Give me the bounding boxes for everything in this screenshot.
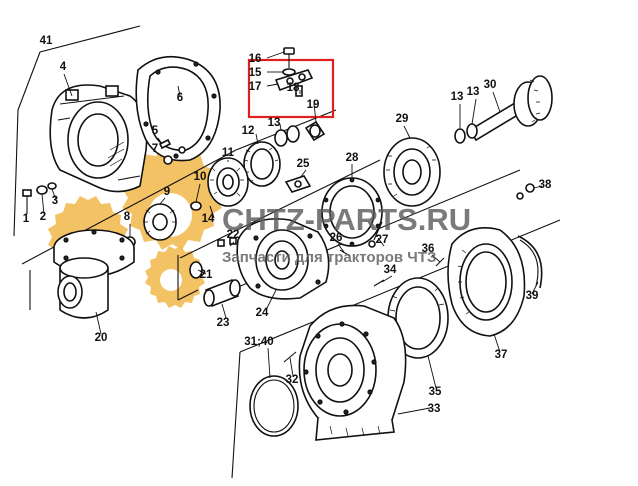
part-label-39: 39 xyxy=(526,290,539,302)
part-21-sleeve xyxy=(189,261,203,279)
part-25-plate xyxy=(284,175,312,193)
part-label-30: 30 xyxy=(484,79,497,91)
part-label-26: 26 xyxy=(330,232,343,244)
part-10-bearing xyxy=(190,201,202,211)
part-label-12: 12 xyxy=(242,125,255,137)
part-label-27: 27 xyxy=(376,234,389,246)
part-label-22: 22 xyxy=(227,229,240,241)
part-label-24: 24 xyxy=(256,307,269,319)
part-17-flange xyxy=(274,69,314,92)
part-31-40-o-ring xyxy=(249,375,299,437)
part-label-23: 23 xyxy=(217,317,230,329)
watermark-title: CHTZ-PARTS.RU xyxy=(222,202,471,237)
part-11-gear xyxy=(207,157,249,207)
part-label-2: 2 xyxy=(40,211,46,223)
part-label-14: 14 xyxy=(202,213,215,225)
part-label-3: 3 xyxy=(52,195,58,207)
part-26-pin xyxy=(339,249,351,257)
part-label-16: 16 xyxy=(249,53,262,65)
part-label-11: 11 xyxy=(222,147,235,159)
part-label-5: 5 xyxy=(152,125,159,137)
part-label-19: 19 xyxy=(307,99,320,111)
part-label-38: 38 xyxy=(539,179,552,191)
part-label-41: 41 xyxy=(40,35,53,47)
part-label-33: 33 xyxy=(428,403,441,415)
part-label-34: 34 xyxy=(384,264,397,276)
part-label-18: 18 xyxy=(287,82,300,94)
part-label-31_40: 31;40 xyxy=(244,336,273,348)
leader-lines xyxy=(26,51,543,415)
part-18-pin xyxy=(295,85,303,97)
part-label-6: 6 xyxy=(177,92,183,104)
part-label-1: 1 xyxy=(23,213,30,225)
part-label-9: 9 xyxy=(164,186,170,198)
part-39-snap-ring xyxy=(517,235,543,289)
group-frame-lines xyxy=(13,25,561,479)
part-12-ring xyxy=(243,141,281,187)
part-label-32: 32 xyxy=(286,374,299,386)
part-label-17: 17 xyxy=(249,81,262,93)
part-2-washer xyxy=(36,185,48,195)
part-label-13b: 13 xyxy=(451,91,464,103)
part-13-seal-rings xyxy=(274,125,300,147)
part-27-bolt xyxy=(368,221,383,248)
part-label-35: 35 xyxy=(429,386,442,398)
part-9-bevel-gear xyxy=(143,203,177,241)
part-16-bolt xyxy=(283,47,295,68)
part-5-bolt xyxy=(157,137,172,150)
part-label-37: 37 xyxy=(495,349,508,361)
part-34-pin xyxy=(373,279,385,287)
part-32-pin xyxy=(283,351,297,363)
part-label-8: 8 xyxy=(124,211,131,223)
part-33-final-drive-housing xyxy=(298,304,407,441)
part-label-10: 10 xyxy=(194,171,207,183)
part-label-13a: 13 xyxy=(268,117,281,129)
part-28-gasket xyxy=(321,177,383,247)
part-label-7: 7 xyxy=(152,143,158,155)
part-19-bushing xyxy=(304,120,326,142)
part-30-shaft xyxy=(468,75,553,142)
part-24-carrier-housing xyxy=(236,218,330,300)
part-7-nut xyxy=(163,146,186,165)
part-label-20: 20 xyxy=(95,332,108,344)
part-label-21: 21 xyxy=(200,269,213,281)
part-14-bolt xyxy=(209,205,215,219)
part-23-roller xyxy=(203,278,241,308)
highlight-box xyxy=(247,58,335,119)
part-13-snap-rings xyxy=(454,123,478,144)
watermark-gear-icon-small xyxy=(145,246,205,308)
part-6-gasket xyxy=(135,55,221,162)
part-29-drum xyxy=(383,137,441,207)
part-4-housing xyxy=(49,84,148,193)
part-label-25: 25 xyxy=(297,158,310,170)
part-37-ring-gear xyxy=(447,227,526,337)
part-3-nut xyxy=(47,182,57,190)
watermark-subtitle: Запчасти для тракторов ЧТЗ xyxy=(222,249,436,266)
part-1-bolt xyxy=(22,189,32,214)
part-22-pins xyxy=(217,237,237,247)
part-label-15: 15 xyxy=(249,67,262,79)
part-label-28: 28 xyxy=(346,152,359,164)
part-label-36: 36 xyxy=(422,243,435,255)
part-label-4: 4 xyxy=(60,61,67,73)
part-label-13c: 13 xyxy=(467,86,480,98)
part-38-bolt xyxy=(516,183,535,200)
part-20-flange-hub xyxy=(53,229,135,319)
part-label-29: 29 xyxy=(396,113,409,125)
